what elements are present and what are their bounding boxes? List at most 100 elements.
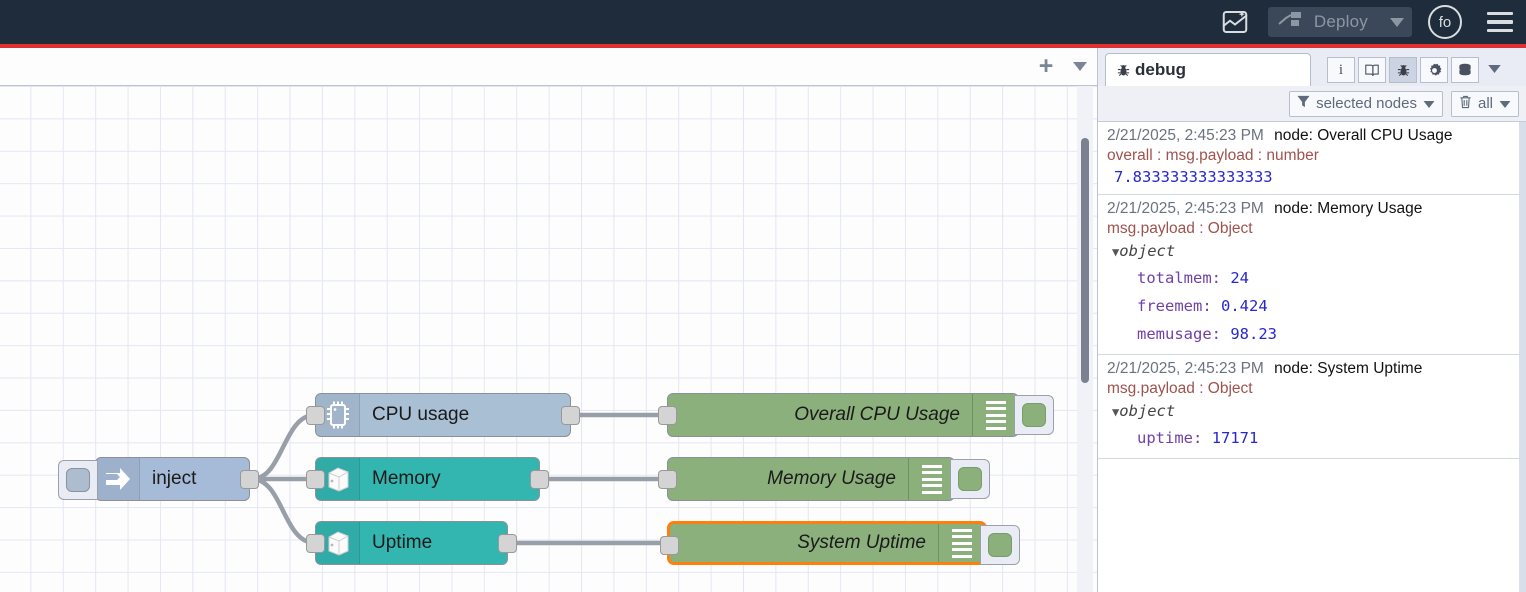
debug-entry-timestamp: 2/21/2025, 2:45:23 PM	[1107, 200, 1264, 217]
node-memory[interactable]: Memory	[306, 457, 549, 501]
help-book-icon[interactable]	[1358, 57, 1386, 83]
sidebar-scroll-track[interactable]	[1519, 122, 1526, 592]
flow-menu-chevron-down-icon[interactable]	[1063, 49, 1097, 85]
debug-filter-button[interactable]: selected nodes	[1289, 90, 1443, 117]
app-header: Deploy fo	[0, 0, 1526, 44]
debug-property-key: uptime	[1137, 429, 1193, 447]
debug-entry-timestamp: 2/21/2025, 2:45:23 PM	[1107, 127, 1264, 144]
inject-trigger-button[interactable]	[58, 460, 98, 500]
expand-caret-icon[interactable]: ▼	[1112, 405, 1120, 419]
bug-icon	[1116, 63, 1131, 78]
debug-toggle-inner	[1022, 403, 1046, 427]
debug-object-property: freemem: 0.424	[1137, 297, 1268, 315]
debug-object-root-label: object	[1119, 242, 1176, 260]
node-cpu-usage[interactable]: CPU usage	[306, 393, 580, 437]
debug-property-value: 24	[1230, 269, 1250, 287]
debug-object-property: memusage: 98.23	[1137, 325, 1278, 343]
node-label: Memory Usage	[767, 468, 896, 489]
node-input-port[interactable]	[306, 534, 325, 553]
debug-entry-topic: msg.payload : Object	[1107, 380, 1253, 397]
debug-entry-value: 7.833333333333333	[1114, 168, 1273, 186]
flow-canvas[interactable]: inject CPU usage	[0, 86, 1097, 592]
debug-enable-toggle[interactable]	[980, 525, 1020, 565]
debug-toggle-inner	[988, 533, 1012, 557]
debug-entry-source-node: node: System Uptime	[1274, 360, 1423, 377]
tab-debug-label: debug	[1135, 60, 1186, 79]
debug-entry-header: 2/21/2025, 2:45:23 PM node: System Uptim…	[1107, 359, 1526, 379]
sidebar-tab-bar: debug i	[1098, 48, 1526, 86]
debug-property-key: freemem	[1137, 297, 1203, 315]
debug-entry-source-node: node: Overall CPU Usage	[1274, 127, 1453, 144]
debug-property-value: 98.23	[1230, 325, 1278, 343]
debug-lines-icon	[938, 524, 984, 562]
node-input-port[interactable]	[306, 406, 325, 425]
node-output-port[interactable]	[240, 470, 259, 489]
hamburger-bar	[1487, 20, 1513, 24]
debug-toggle-inner	[958, 467, 982, 491]
node-inject[interactable]: inject	[58, 457, 259, 501]
debug-clear-button[interactable]: all	[1450, 90, 1519, 117]
debug-property-value: 17171	[1211, 429, 1259, 447]
context-data-icon[interactable]	[1451, 57, 1479, 83]
avatar[interactable]: fo	[1428, 5, 1462, 39]
sidebar-tab-chevron-down-icon[interactable]	[1482, 57, 1506, 83]
chevron-down-icon[interactable]	[1384, 7, 1410, 37]
node-output-port[interactable]	[561, 406, 580, 425]
debug-object-property: uptime: 17171	[1137, 429, 1259, 447]
add-flow-button[interactable]: +	[1038, 52, 1054, 80]
debug-message-list[interactable]: 2/21/2025, 2:45:23 PM node: Overall CPU …	[1098, 122, 1526, 592]
node-debug-system-uptime[interactable]: System Uptime	[660, 521, 1020, 565]
sidebar-tab-icons: i	[1327, 57, 1506, 86]
node-label: Overall CPU Usage	[794, 404, 960, 425]
debug-entry-topic: overall : msg.payload : number	[1107, 147, 1319, 164]
debug-object-property: totalmem: 24	[1137, 269, 1250, 287]
debug-object-root[interactable]: ▼object	[1107, 239, 1526, 264]
inject-trigger-inner	[66, 468, 90, 492]
server-box-icon	[316, 522, 360, 564]
debug-message-entry[interactable]: 2/21/2025, 2:45:23 PM node: Overall CPU …	[1098, 122, 1526, 195]
info-icon[interactable]: i	[1327, 57, 1355, 83]
debug-object-root[interactable]: ▼object	[1107, 399, 1526, 424]
hamburger-bar	[1487, 28, 1513, 33]
config-gear-icon[interactable]	[1420, 57, 1448, 83]
expand-caret-icon[interactable]: ▼	[1112, 245, 1120, 259]
debug-property-key: memusage	[1137, 325, 1212, 343]
debug-entry-source-node: node: Memory Usage	[1274, 200, 1423, 217]
debug-property-value: 0.424	[1221, 297, 1268, 315]
node-input-port[interactable]	[658, 470, 677, 489]
debug-entry-timestamp: 2/21/2025, 2:45:23 PM	[1107, 360, 1264, 377]
node-output-port[interactable]	[530, 470, 549, 489]
debug-enable-toggle[interactable]	[1014, 395, 1054, 435]
hamburger-menu-icon[interactable]	[1480, 0, 1520, 44]
node-uptime[interactable]: Uptime	[306, 521, 517, 565]
debug-bug-icon[interactable]	[1389, 57, 1417, 83]
debug-enable-toggle[interactable]	[950, 459, 990, 499]
node-output-port[interactable]	[498, 534, 517, 553]
tab-debug[interactable]: debug	[1105, 53, 1311, 86]
arrow-right-icon	[96, 458, 140, 500]
node-label: Uptime	[372, 532, 433, 553]
debug-message-entry[interactable]: 2/21/2025, 2:45:23 PM node: Memory Usage…	[1098, 195, 1526, 355]
workspace: + inject	[0, 48, 1097, 592]
header-accent-line	[0, 44, 1526, 48]
debug-message-entry[interactable]: 2/21/2025, 2:45:23 PM node: System Uptim…	[1098, 355, 1526, 459]
debug-filter-label: selected nodes	[1316, 95, 1417, 112]
deploy-button[interactable]: Deploy	[1267, 7, 1412, 37]
ai-flow-generate-icon[interactable]	[1212, 0, 1258, 44]
avatar-initials: fo	[1438, 13, 1452, 31]
canvas-vertical-scrollbar[interactable]	[1081, 138, 1089, 383]
trash-icon	[1459, 95, 1472, 113]
node-input-port[interactable]	[660, 536, 679, 555]
hamburger-bar	[1487, 11, 1513, 16]
node-label: inject	[152, 468, 197, 489]
node-input-port[interactable]	[658, 406, 677, 425]
node-input-port[interactable]	[306, 470, 325, 489]
flow-wires	[249, 412, 670, 546]
node-debug-memory-usage[interactable]: Memory Usage	[658, 457, 990, 501]
chevron-down-icon[interactable]	[1499, 95, 1511, 112]
funnel-icon	[1297, 95, 1310, 112]
node-debug-overall-cpu-usage[interactable]: Overall CPU Usage	[658, 393, 1054, 437]
node-label: System Uptime	[797, 532, 926, 553]
debug-entry-header: 2/21/2025, 2:45:23 PM node: Overall CPU …	[1107, 126, 1526, 146]
chevron-down-icon[interactable]	[1423, 95, 1435, 112]
